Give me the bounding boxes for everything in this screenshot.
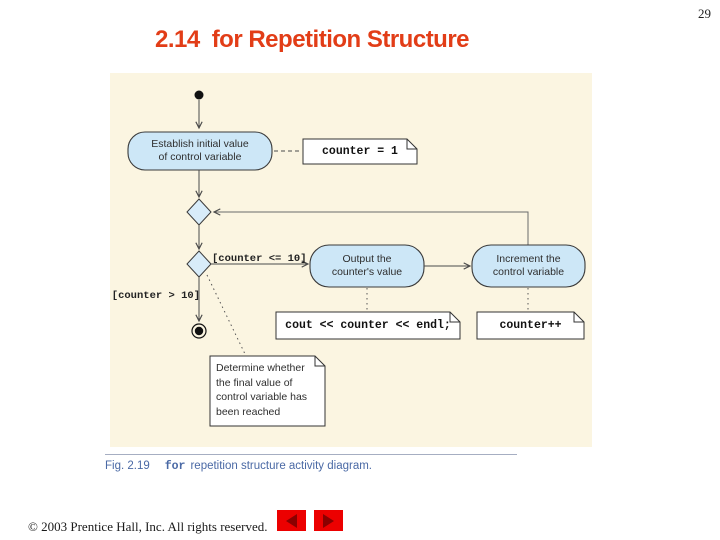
note-determine-line2: the final value of <box>216 376 293 389</box>
note-determine-line1: Determine whether <box>216 362 305 374</box>
note-box-determine <box>209 355 326 427</box>
action-state-increment-label: Increment the control variable <box>472 245 585 287</box>
action-increment-line2: control variable <box>492 266 565 278</box>
title-section-number: 2.14 <box>154 26 200 53</box>
figure-caption: Fig. 2.19 for repetition structure activit… <box>105 460 372 473</box>
note-fold-determine <box>314 356 325 367</box>
note-determine-line3: control variable has <box>216 391 308 403</box>
note-increment-label: counter++ <box>499 319 562 332</box>
caption-text: repetition structure activity diagram. <box>190 460 372 472</box>
note-fold-init <box>406 139 417 150</box>
title-text: for Repetition Structure <box>211 26 470 53</box>
note-fold-output <box>449 312 460 323</box>
note-determine-line4: been reached <box>216 405 281 418</box>
action-state-establish <box>127 131 273 171</box>
forward-arrow-icon <box>323 513 334 528</box>
caption-divider <box>105 454 517 455</box>
decision-node <box>186 250 212 278</box>
slide-title: 2.14 for Repetition Structure <box>0 26 624 54</box>
action-state-increment <box>471 244 586 288</box>
note-box-increment <box>476 311 585 340</box>
guard-loop-condition: [counter <= 10] <box>212 253 307 265</box>
figure-label: Fig. 2.19 <box>105 460 150 472</box>
action-increment-line1: Increment the <box>496 253 561 265</box>
final-node-outer <box>191 323 207 339</box>
action-state-output-label: Output the counter's value <box>310 245 424 287</box>
page-number: 29 <box>698 6 711 21</box>
activity-diagram-graphics <box>127 90 586 427</box>
action-state-establish-label: Establish initial value of control varia… <box>128 132 272 170</box>
action-output-line2: counter's value <box>331 266 403 278</box>
note-box-init <box>302 138 418 165</box>
activity-diagram-panel: Establish initial value of control varia… <box>110 73 592 447</box>
merge-node <box>186 198 212 226</box>
note-init-label: counter = 1 <box>322 145 398 158</box>
guard-exit-condition: [counter > 10] <box>111 290 200 302</box>
nav-back-button[interactable] <box>277 510 306 531</box>
note-determine-label: Determine whether the final value of con… <box>216 361 322 419</box>
initial-node <box>194 90 204 100</box>
copyright-notice: © 2003 Prentice Hall, Inc. All rights re… <box>28 519 268 534</box>
nav-forward-button[interactable] <box>314 510 343 531</box>
action-output-line1: Output the <box>342 253 392 265</box>
note-link-determine <box>206 274 246 355</box>
note-output-label: cout << counter << endl; <box>285 319 451 332</box>
caption-code-word: for <box>164 460 186 473</box>
final-node-inner <box>194 326 204 336</box>
back-arrow-icon <box>286 513 297 528</box>
note-fold-increment <box>573 312 584 323</box>
note-box-output <box>275 311 461 340</box>
flow-loopback <box>212 208 529 245</box>
action-establish-line2: of control variable <box>158 151 242 163</box>
action-establish-line1: Establish initial value <box>151 138 249 150</box>
